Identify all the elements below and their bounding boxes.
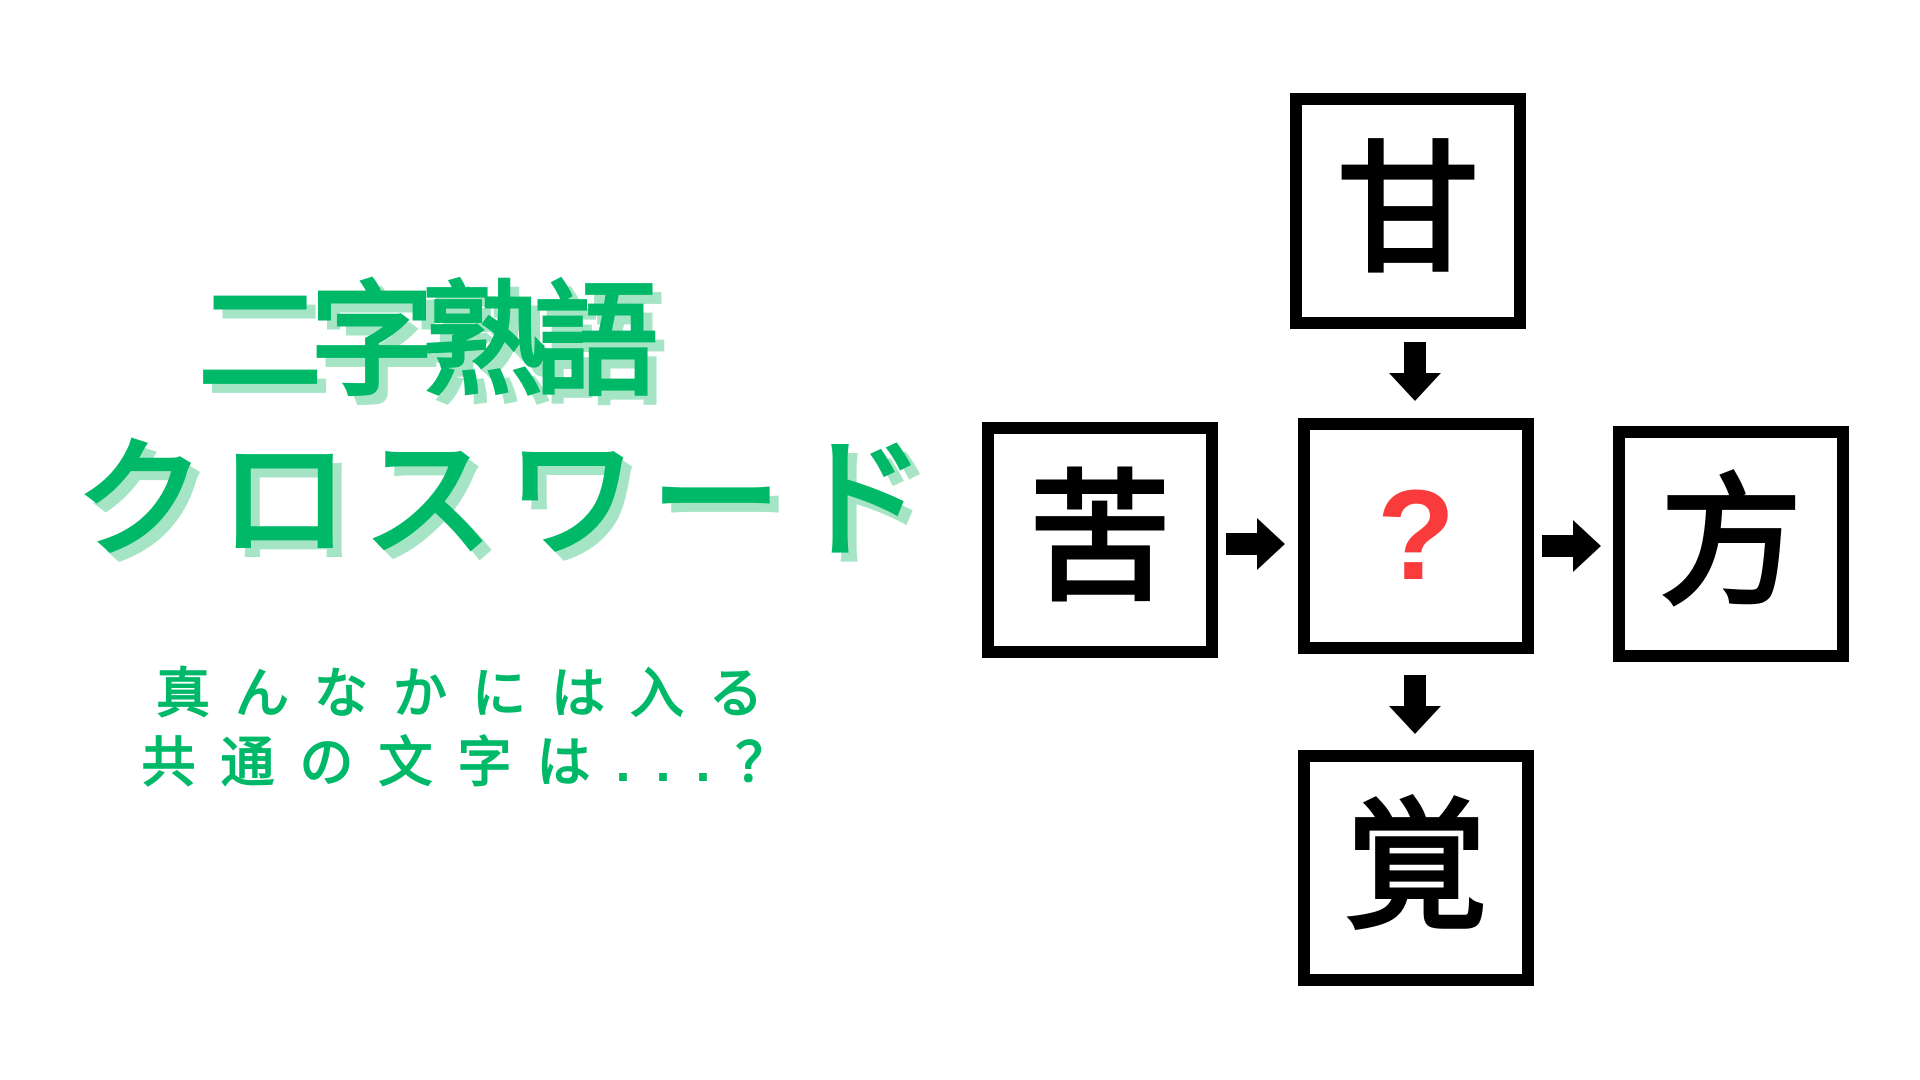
page-title-line1: 二字熟語 bbox=[197, 273, 658, 411]
subtitle-line2: 共通の文字は...？ bbox=[141, 733, 815, 793]
page-title-line2: クロスワード bbox=[74, 427, 940, 573]
puzzle-kanji-bottom: 覚 bbox=[1345, 788, 1487, 947]
subtitle-line1: 真んなかには入る bbox=[156, 664, 788, 724]
arrow-right-icon bbox=[1542, 520, 1601, 572]
arrow-right-icon bbox=[1226, 518, 1285, 570]
question-mark: ? bbox=[1376, 464, 1456, 607]
puzzle-cell-left: 苦 bbox=[982, 422, 1218, 658]
puzzle-cell-center: ? bbox=[1298, 418, 1534, 654]
arrow-down-icon bbox=[1389, 675, 1441, 734]
puzzle-cell-right: 方 bbox=[1613, 426, 1849, 662]
puzzle-cell-bottom: 覚 bbox=[1298, 750, 1534, 986]
arrow-down-icon bbox=[1389, 342, 1441, 401]
puzzle-cell-top: 甘 bbox=[1290, 93, 1526, 329]
puzzle-kanji-top: 甘 bbox=[1337, 131, 1479, 290]
puzzle-kanji-right: 方 bbox=[1660, 464, 1802, 623]
puzzle-kanji-left: 苦 bbox=[1029, 460, 1171, 619]
